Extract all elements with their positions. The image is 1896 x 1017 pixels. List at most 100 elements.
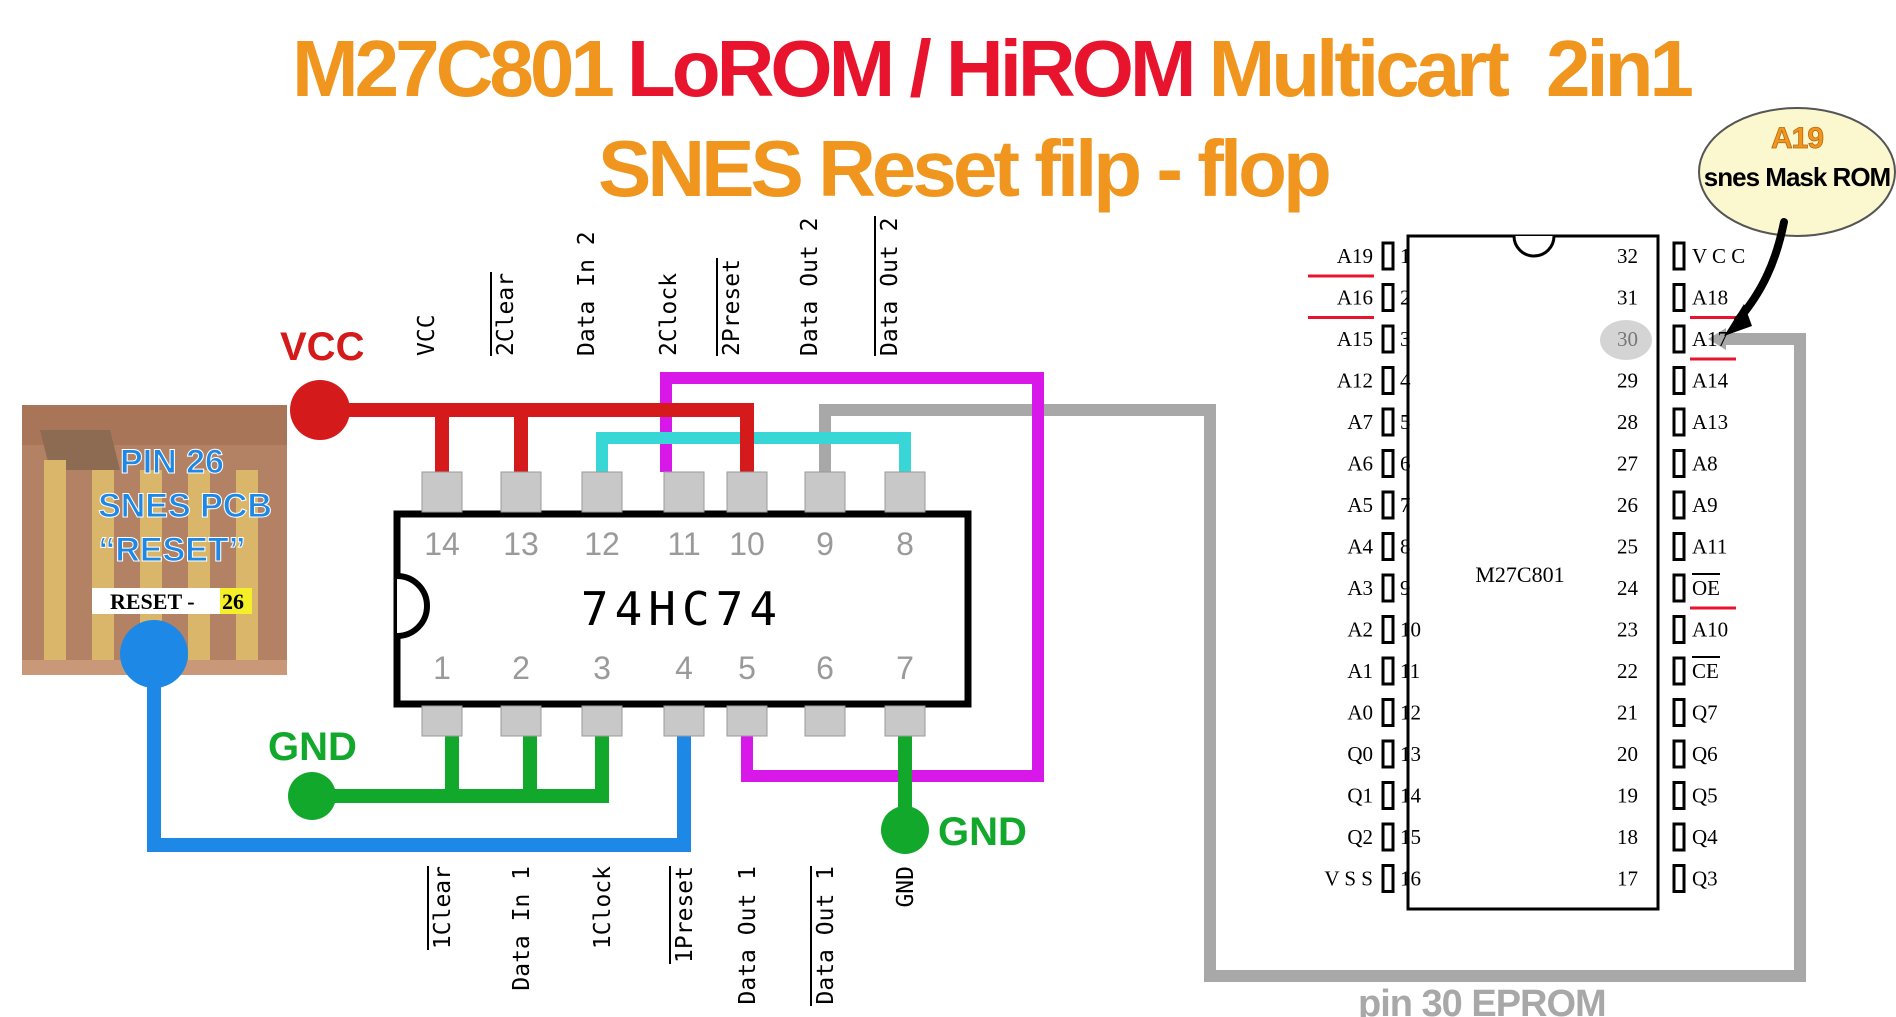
ic74-pin-13-pad	[500, 471, 542, 513]
wire-clock-feedback	[660, 372, 1044, 782]
eprom-pin-q3-label: Q3	[1692, 867, 1718, 891]
eprom-pin-11-number: 11	[1400, 659, 1420, 683]
ic74-pin-7-label: GND	[893, 866, 919, 908]
eprom-pin-q0-label: Q0	[1347, 742, 1373, 766]
ic74-pin-13-number: 13	[503, 526, 539, 562]
eprom-pin-a13-label: A13	[1692, 410, 1728, 434]
eprom-pin-3-number: 3	[1400, 327, 1411, 351]
ic74-pin-9-label: Data Out 2	[797, 218, 823, 356]
eprom-pin-17-number: 17	[1617, 867, 1638, 891]
eprom-pin-a10-label: A10	[1692, 618, 1728, 642]
eprom-pin-2: 2 A16	[1308, 283, 1411, 319]
ic-m27c801: M27C801 1A192A163A154A125A76A67A58A49A31…	[1308, 234, 1745, 911]
title-modes: LoROM / HiROM	[627, 24, 1193, 113]
eprom-pin-a2-label: A2	[1347, 618, 1373, 642]
eprom-pin-20-lead	[1672, 739, 1686, 769]
gnd-left-terminal	[288, 772, 336, 820]
ic74-pin-6-label: Data Out 1	[813, 866, 839, 1004]
eprom-pin-20-number: 20	[1617, 742, 1638, 766]
wire-vcc-bus	[320, 403, 754, 472]
ic74-pin-1-number: 1	[433, 650, 451, 686]
wire-gnd-bus	[312, 728, 609, 803]
ic74-pin-3-pad	[581, 705, 623, 737]
eprom-pin-a15-label: A15	[1337, 327, 1373, 351]
pcb-reset-tag	[92, 588, 220, 614]
eprom-pin-28-number: 28	[1617, 410, 1638, 434]
eprom-pin-29-lead	[1672, 366, 1686, 395]
eprom-pin-6-lead	[1381, 449, 1395, 478]
ic74-pin-10-pad	[726, 471, 768, 513]
callout-arrow-shaft	[1734, 218, 1788, 324]
ic74-pin-10-number: 10	[729, 526, 765, 562]
eprom-pin-8: 8A4	[1347, 532, 1411, 561]
ic74-pin-5-label: Data Out 1	[735, 866, 761, 1004]
eprom-pin-a0-label: A0	[1347, 701, 1373, 725]
ic74-pin-12-pad	[581, 471, 623, 513]
ic74-pin-14-pad	[421, 471, 463, 513]
eprom-pin-4-lead	[1381, 366, 1395, 395]
eprom-pin-9: 9A3	[1347, 573, 1411, 603]
eprom-pin-a6-label: A6	[1347, 452, 1373, 476]
snes-pcb-edge-photo: RESET - 26	[22, 405, 287, 675]
eprom-pin-25-number: 25	[1617, 535, 1638, 559]
a19-mask-rom-callout: A19 snes Mask ROM	[1698, 107, 1896, 336]
eprom-pin-8-lead	[1381, 532, 1395, 561]
eprom-pin-16-lead	[1381, 864, 1395, 893]
ic74-pin-6-number: 6	[816, 650, 834, 686]
pcb-reset-tag-number: 26	[222, 589, 244, 614]
eprom-pin-28: 28 A13	[1617, 407, 1728, 437]
eprom-pin-q5-label: Q5	[1692, 784, 1718, 808]
eprom-pin-a8-label: A8	[1692, 452, 1718, 476]
gnd-left-label: GND	[268, 725, 357, 769]
eprom-pin-a4-label: A4	[1347, 535, 1373, 559]
ic74-pin-1-label: 1Clear	[430, 866, 456, 949]
ic74-pin-3-label: 1Clock	[590, 866, 616, 949]
ic74-pin-8-label: Data Out 2	[877, 218, 903, 356]
title-chip: M27C801	[292, 24, 613, 113]
eprom-pin-v-c-c-label: V C C	[1692, 244, 1745, 268]
eprom-pin-20: 20 Q6	[1617, 739, 1718, 769]
eprom-pin-a11-label: A11	[1692, 535, 1727, 559]
pcb-reset-label: “RESET”	[98, 531, 245, 569]
eprom-pin-24-number: 24	[1617, 576, 1639, 600]
eprom-pin-17: 17 Q3	[1617, 864, 1718, 893]
eprom-pin-7-number: 7	[1400, 493, 1411, 517]
eprom-pin-32-number: 32	[1617, 244, 1638, 268]
ic74-pin-7-pad	[884, 705, 926, 737]
ic-m27c801-notch	[1512, 235, 1556, 258]
eprom-pin-15-number: 15	[1400, 825, 1421, 849]
eprom-pin-a18-label: A18	[1692, 286, 1728, 310]
wire-pin9-to-eprom-a17	[819, 333, 1806, 982]
eprom-pin-1-lead	[1381, 241, 1395, 271]
ic74-pin-1: 1 1Clear	[421, 650, 463, 950]
ic-m27c801-name: M27C801	[1475, 562, 1564, 587]
eprom-pin-q6-label: Q6	[1692, 742, 1718, 766]
vcc-label: VCC	[280, 325, 364, 369]
eprom-pin-a7-label: A7	[1347, 410, 1373, 434]
ic74-pin-11-pad	[663, 471, 705, 513]
eprom-pin-2-number: 2	[1400, 286, 1411, 310]
eprom-pin-18-lead	[1672, 822, 1686, 852]
eprom-pin-24-lead	[1672, 573, 1686, 603]
eprom-pin-3-lead	[1381, 324, 1395, 354]
eprom-pin-27-number: 27	[1617, 452, 1638, 476]
eprom-pin-q1-label: Q1	[1347, 784, 1373, 808]
ic-74hc74-notch	[396, 573, 430, 639]
ic74-pin-2-pad	[500, 705, 542, 737]
eprom-pin-18-number: 18	[1617, 825, 1638, 849]
eprom-pin-a16-label: A16	[1337, 286, 1373, 310]
ic74-pin-2-label: Data In 1	[509, 866, 535, 991]
